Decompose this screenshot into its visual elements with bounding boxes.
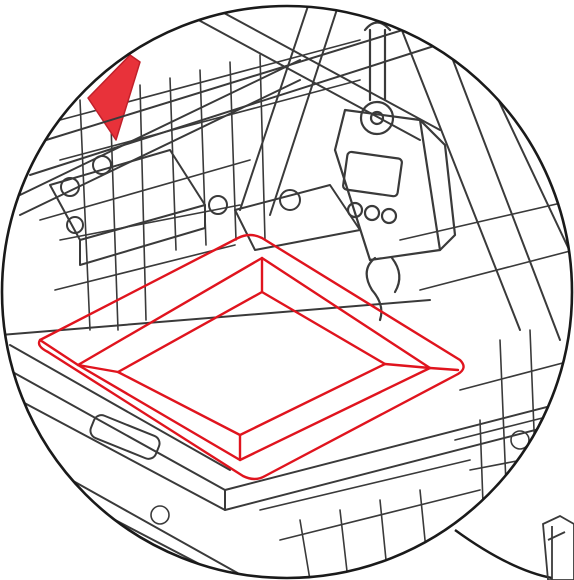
wire-mesh-lower (150, 430, 530, 578)
mounting-bracket (49, 149, 361, 266)
drip-tray-highlighted (37, 233, 465, 481)
leader-line (454, 529, 553, 580)
front-rail-slot (89, 414, 161, 460)
wire-mesh-back (39, 39, 361, 331)
platform-rails (2, 299, 572, 578)
exterior-detail-icon (542, 514, 574, 580)
direction-arrow-icon (87, 54, 141, 141)
magnifier-circle (0, 4, 574, 580)
digital-hanging-scale-icon (333, 21, 457, 322)
